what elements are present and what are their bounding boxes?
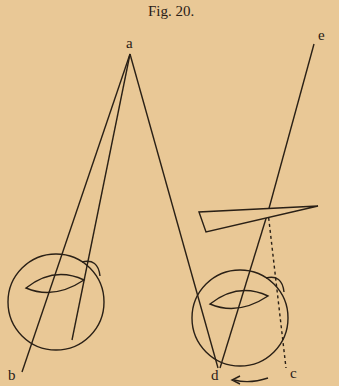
left-eyeball (8, 254, 104, 350)
ray-virtual-c (268, 212, 286, 368)
point-letter: b (8, 368, 16, 383)
point-letter: d (211, 368, 219, 383)
ray-refracted-d (220, 212, 268, 368)
point-letter: c (290, 366, 297, 381)
ray-a-left (72, 54, 130, 340)
right-eyeball (192, 270, 288, 366)
point-letter: e (318, 28, 325, 43)
ray-a-b (22, 54, 130, 372)
figure-title: Fig. 20. (148, 4, 194, 19)
right-cornea (266, 277, 284, 292)
ray-e (268, 44, 314, 212)
point-letter: a (126, 36, 133, 51)
left-lens (26, 275, 84, 293)
prism (199, 206, 318, 232)
arrow-head (232, 376, 240, 384)
ray-a-d (130, 54, 218, 368)
eye-figures (8, 44, 318, 384)
left-cornea (82, 261, 100, 276)
rotation-arrow (234, 378, 268, 382)
